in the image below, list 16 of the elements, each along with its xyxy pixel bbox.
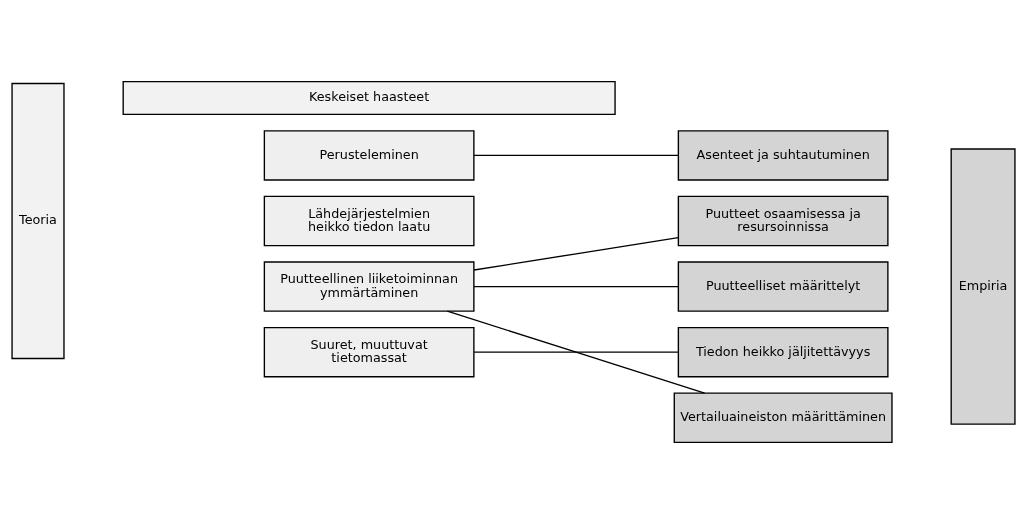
node-box: Teoria xyxy=(11,82,65,360)
node-box: Keskeiset haasteet xyxy=(122,80,616,116)
connector xyxy=(473,285,679,288)
connector xyxy=(473,351,679,353)
connector xyxy=(473,154,679,157)
connector xyxy=(473,236,679,271)
node-box: Puutteellinen liiketoiminnan ymmärtäminen xyxy=(263,261,475,312)
node-box: Vertailuaineiston määrittäminen xyxy=(673,392,893,444)
node-box: Empiria xyxy=(950,148,1016,425)
node-box: Puutteelliset määrittelyt xyxy=(677,261,889,312)
node-box: Suuret, muuttuvat tietomassat xyxy=(263,326,475,378)
node-box: Puutteet osaamisessa ja resursoinnissa xyxy=(677,195,889,247)
node-box: Tiedon heikko jäljitettävyys xyxy=(677,326,889,378)
node-box: Lähdejärjestelmien heikko tiedon laatu xyxy=(263,195,475,247)
node-box: Perusteleminen xyxy=(263,130,475,181)
node-box: Asenteet ja suhtautuminen xyxy=(677,130,889,181)
